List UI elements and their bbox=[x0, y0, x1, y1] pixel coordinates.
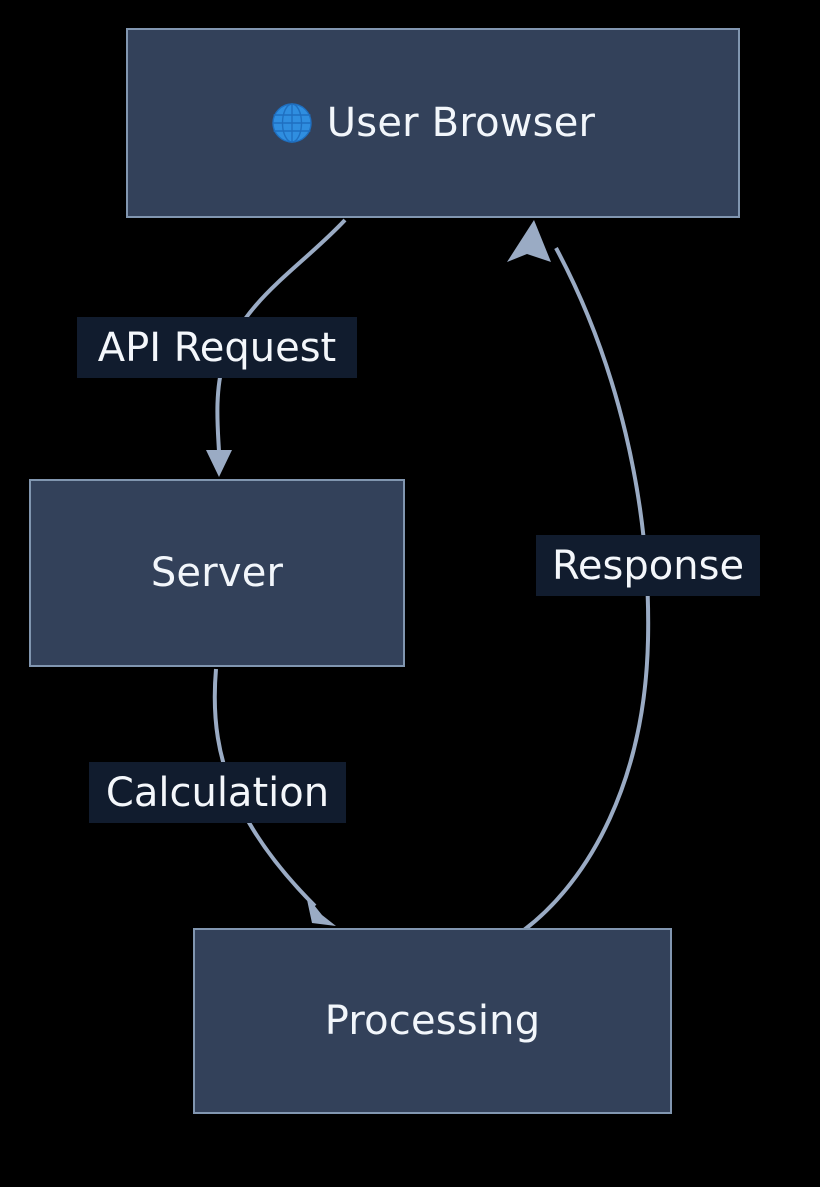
node-processing[interactable]: Processing bbox=[193, 928, 672, 1114]
edge-label-calculation: Calculation bbox=[89, 762, 346, 823]
edge-api-request-arrowhead bbox=[206, 450, 232, 477]
node-user-browser[interactable]: User Browser bbox=[126, 28, 740, 218]
edge-calculation-arrowhead bbox=[306, 895, 336, 926]
node-user-browser-label: User Browser bbox=[326, 100, 596, 146]
edge-label-api-request: API Request bbox=[77, 317, 357, 378]
node-processing-label: Processing bbox=[324, 998, 541, 1044]
node-server[interactable]: Server bbox=[29, 479, 405, 667]
node-processing-label-group: Processing bbox=[325, 999, 541, 1043]
edge-response-arrowhead bbox=[507, 220, 551, 262]
node-server-label: Server bbox=[150, 550, 284, 596]
globe-icon bbox=[271, 102, 313, 144]
node-user-browser-label-group: User Browser bbox=[271, 101, 595, 145]
edge-label-response: Response bbox=[536, 535, 760, 596]
node-server-label-group: Server bbox=[151, 551, 283, 595]
